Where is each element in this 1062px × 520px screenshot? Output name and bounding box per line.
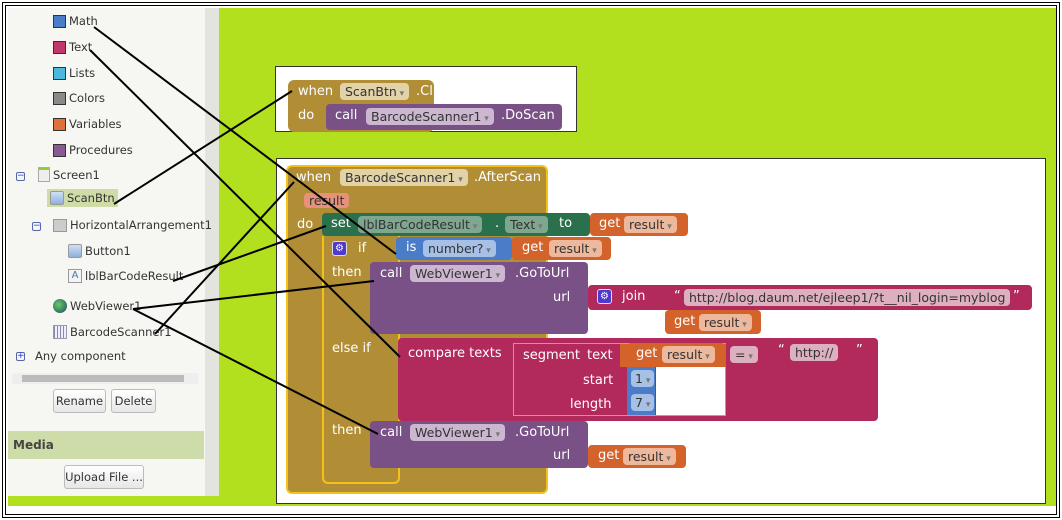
component-dropdown[interactable]: BarcodeScanner1 bbox=[366, 108, 494, 125]
property-dropdown[interactable]: Text bbox=[505, 216, 548, 233]
component-dropdown[interactable]: ScanBtn bbox=[340, 83, 410, 100]
tree-button1[interactable]: Button1 bbox=[68, 244, 131, 258]
mutator-gear-icon[interactable]: ⚙ bbox=[332, 241, 347, 256]
join-block[interactable]: ⚙ join “ http://blog.daum.net/ejleep1/?t… bbox=[588, 285, 1032, 310]
call-doscan-block[interactable]: call BarcodeScanner1 .DoScan bbox=[326, 104, 562, 130]
procedures-icon bbox=[53, 143, 66, 157]
palette-variables[interactable]: Variables bbox=[53, 117, 122, 131]
lists-icon bbox=[53, 66, 66, 80]
collapse-harr[interactable]: − bbox=[32, 221, 41, 231]
math-op-dropdown[interactable]: number? bbox=[423, 240, 496, 257]
tree-horizontal-scrollbar[interactable] bbox=[12, 373, 198, 384]
get-result-block[interactable]: get result bbox=[588, 445, 686, 468]
tree-webviewer1[interactable]: WebViewer1 bbox=[53, 299, 141, 313]
get-result-block[interactable]: get result bbox=[665, 310, 761, 334]
colors-icon bbox=[53, 91, 66, 105]
variable-dropdown[interactable]: result bbox=[549, 240, 602, 257]
media-header: Media bbox=[8, 431, 204, 459]
variable-dropdown[interactable]: result bbox=[624, 216, 677, 233]
component-dropdown[interactable]: BarcodeScanner1 bbox=[340, 169, 468, 186]
panel-scrollbar[interactable] bbox=[205, 8, 219, 496]
arrangement-icon bbox=[53, 218, 67, 232]
barcode-icon bbox=[53, 325, 67, 339]
expand-any-component[interactable]: + bbox=[16, 351, 25, 361]
tree-scanbtn[interactable]: ScanBtn bbox=[47, 189, 118, 207]
math-icon bbox=[53, 14, 66, 28]
palette-text[interactable]: Text bbox=[53, 40, 92, 54]
get-result-block[interactable]: get result bbox=[627, 343, 725, 366]
number-block-length[interactable]: 7 bbox=[627, 391, 655, 415]
component-dropdown[interactable]: WebViewer1 bbox=[410, 265, 506, 282]
variable-dropdown[interactable]: result bbox=[699, 314, 752, 331]
text-icon bbox=[53, 40, 66, 54]
compare-op-dropdown[interactable]: = bbox=[730, 346, 758, 363]
mutator-gear-icon[interactable]: ⚙ bbox=[597, 289, 612, 304]
get-result-block[interactable]: get result bbox=[512, 237, 611, 260]
tree-barcodescanner1[interactable]: BarcodeScanner1 bbox=[53, 325, 172, 339]
palette-math[interactable]: Math bbox=[53, 14, 98, 28]
label-icon: A bbox=[68, 269, 82, 283]
url-text-literal[interactable]: http://blog.daum.net/ejleep1/?t__nil_log… bbox=[684, 289, 1011, 306]
variable-dropdown[interactable]: result bbox=[623, 448, 676, 465]
component-dropdown[interactable]: lblBarCodeResult bbox=[358, 216, 483, 233]
palette-colors[interactable]: Colors bbox=[53, 91, 105, 105]
is-number-block[interactable]: is number? bbox=[396, 237, 512, 260]
screen-icon bbox=[38, 167, 50, 182]
call-gotourl-block[interactable]: call WebViewer1 .GoToUrl url bbox=[370, 421, 588, 468]
collapse-screen1[interactable]: − bbox=[16, 171, 25, 181]
number-block-start[interactable]: 1 bbox=[627, 367, 655, 391]
variable-dropdown[interactable]: result bbox=[662, 346, 715, 363]
tree-horizontalarrangement1[interactable]: HorizontalArrangement1 bbox=[53, 218, 212, 232]
http-text-literal[interactable]: http:// bbox=[790, 344, 839, 361]
button-icon bbox=[50, 191, 64, 205]
result-parameter[interactable]: result bbox=[304, 193, 350, 208]
globe-icon bbox=[53, 299, 67, 313]
rename-button[interactable]: Rename bbox=[53, 389, 106, 413]
component-dropdown[interactable]: WebViewer1 bbox=[410, 424, 506, 441]
variables-icon bbox=[53, 117, 66, 131]
get-result-block[interactable]: get result bbox=[590, 213, 688, 236]
palette-lists[interactable]: Lists bbox=[53, 66, 95, 80]
call-gotourl-block[interactable]: call WebViewer1 .GoToUrl url bbox=[370, 262, 588, 334]
tree-screen1[interactable]: Screen1 bbox=[38, 167, 100, 182]
palette-procedures[interactable]: Procedures bbox=[53, 143, 133, 157]
tree-any-component[interactable]: Any component bbox=[35, 349, 126, 363]
set-text-block[interactable]: set lblBarCodeResult . Text to bbox=[322, 213, 590, 236]
button-icon bbox=[68, 244, 82, 258]
upload-file-button[interactable]: Upload File ... bbox=[64, 465, 144, 489]
delete-button[interactable]: Delete bbox=[111, 389, 156, 413]
